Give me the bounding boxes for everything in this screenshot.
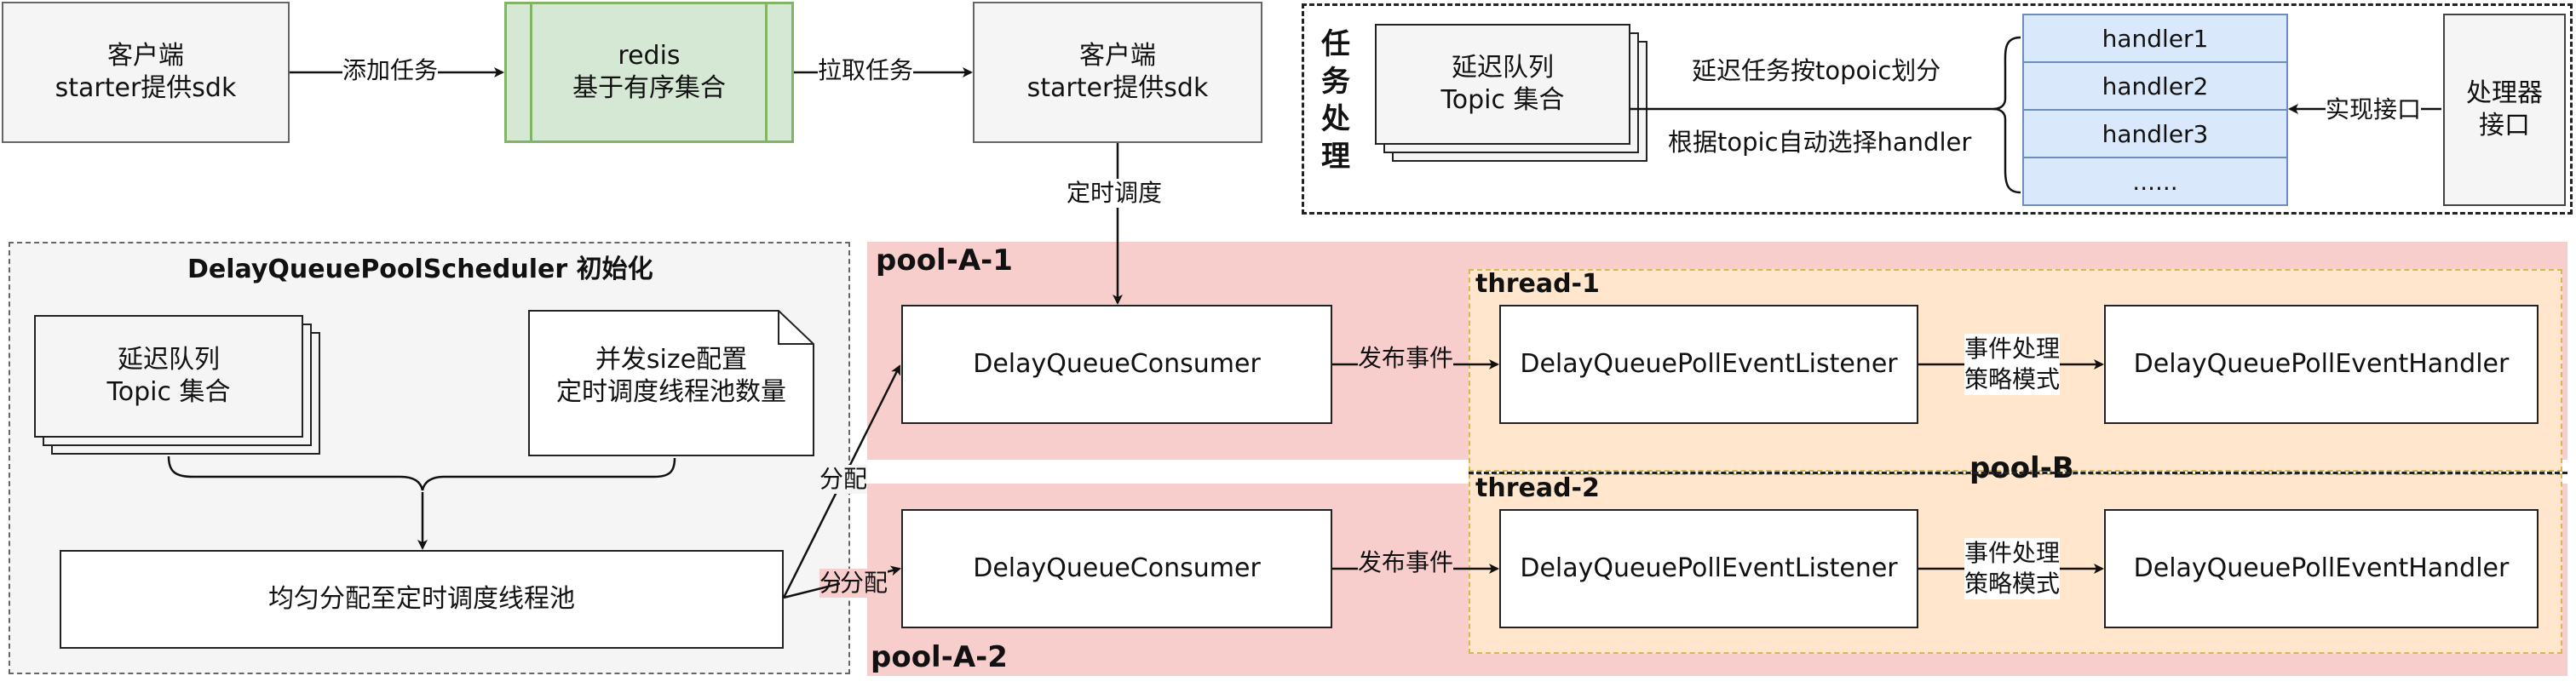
note-line-1: 并发size配置 [595, 345, 748, 375]
handler-row-1: handler1 [2022, 14, 2288, 63]
assign-label-lower-top: 分配 [840, 569, 888, 598]
handler-row-4: ...... [2022, 157, 2288, 206]
init-panel-title: DelayQueuePoolScheduler 初始化 [187, 255, 653, 284]
publish-label-1-top: 发布事件 [1358, 344, 1454, 373]
pool-a1-label: pool-A-1 [876, 243, 1013, 278]
concurrency-note: 并发size配置 定时调度线程池数量 [528, 310, 814, 456]
redis-right-bar [765, 2, 768, 143]
listener-box-2: DelayQueuePollEventListener [1499, 509, 1918, 628]
pool-a2-label: pool-A-2 [871, 640, 1008, 674]
queue-note-brace [167, 455, 676, 491]
strategy-label-2-top: 事件处理策略模式 [1964, 538, 2061, 599]
split-label: 延迟任务按topoic划分 [1692, 56, 1941, 85]
pool-b-divider [1469, 472, 2567, 474]
handler-box-1: DelayQueuePollEventHandler [2104, 305, 2539, 424]
pull-task-label-top: 拉取任务 [818, 56, 914, 85]
handler-row-3: handler3 [2022, 109, 2288, 158]
publish-label-2-top: 发布事件 [1358, 548, 1454, 577]
pool-b-label: pool-B [1969, 451, 2074, 485]
processor-interface-box: 处理器接口 [2443, 14, 2566, 206]
assign-label-upper-top: 分配 [819, 465, 868, 494]
distribute-box: 均匀分配至定时调度线程池 [60, 550, 784, 649]
schedule-label-top: 定时调度 [1067, 179, 1163, 208]
strategy-label-1-top: 事件处理策略模式 [1964, 334, 2061, 395]
redis-left-bar [530, 2, 532, 143]
implement-label-top: 实现接口 [2326, 95, 2422, 124]
handler-box-2: DelayQueuePollEventHandler [2104, 509, 2539, 628]
thread1-label: thread-1 [1475, 269, 1600, 299]
note-line-2: 定时调度线程池数量 [556, 377, 786, 407]
consumer-box-1: DelayQueueConsumer [901, 305, 1332, 424]
thread2-label: thread-2 [1475, 473, 1600, 503]
select-handler-label: 根据topic自动选择handler [1668, 128, 1972, 157]
handler-row-2: handler2 [2022, 61, 2288, 111]
consumer-box-2: DelayQueueConsumer [901, 509, 1332, 628]
listener-box-1: DelayQueuePollEventListener [1499, 305, 1918, 424]
add-task-label-top: 添加任务 [342, 56, 439, 85]
task-panel-title: 任 务 处 理 [1321, 27, 1350, 174]
handler-brace [1992, 36, 2021, 194]
